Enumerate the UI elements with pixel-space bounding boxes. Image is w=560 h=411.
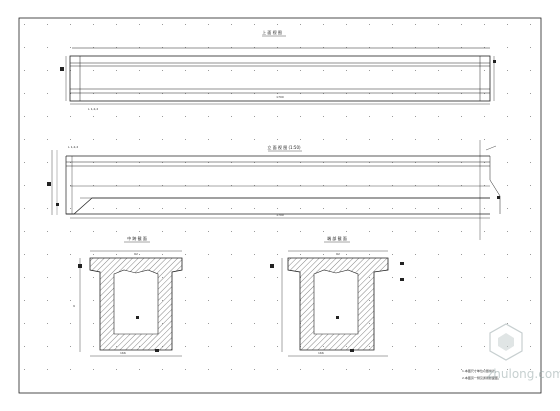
- notes-block: 1.本图尺寸单位以厘米计。 2.本图另一侧见通用断面图。: [462, 368, 501, 380]
- grid-dots: [24, 24, 531, 370]
- note-2: 2.本图另一侧见通用断面图。: [462, 375, 501, 380]
- top-view: 上 面 视 图 1700 L 1,2,2: [60, 29, 496, 111]
- watermark: zhulong.com: [487, 323, 560, 381]
- section-mid-top-dim: 62: [134, 252, 138, 256]
- section-end-bottom-dim: 166: [318, 351, 324, 355]
- section-mid-span: 中 跨 截 面 9 62 166: [73, 235, 183, 357]
- section-end: 端 部 截 面 62 166: [270, 235, 404, 357]
- elevation-view: 立 面 视 图 (1:50) L 1,2,2 1700: [47, 140, 501, 240]
- elevation-left-note: L 1,2,2: [68, 145, 78, 149]
- elevation-title: 立 面 视 图 (1:50): [267, 144, 301, 150]
- box-void: [113, 269, 159, 335]
- watermark-text: zhulong.com: [487, 367, 560, 381]
- top-view-left-note: L 1,2,2: [88, 107, 98, 111]
- section-end-top-dim: 62: [336, 252, 340, 256]
- section-mid-title: 中 跨 截 面: [127, 235, 147, 241]
- elevation-dimension: 1700: [276, 213, 284, 217]
- section-end-title: 端 部 截 面: [327, 235, 347, 241]
- section-mid-height: 9: [73, 304, 75, 308]
- top-view-outline: [69, 55, 491, 102]
- watermark-logo-icon: [489, 323, 523, 361]
- top-view-title: 上 面 视 图: [262, 29, 282, 35]
- section-mid-bottom-dim: 166: [120, 351, 126, 355]
- note-1: 1.本图尺寸单位以厘米计。: [462, 368, 498, 373]
- drawing-frame: [18, 17, 542, 394]
- top-view-dimension: 1700: [276, 95, 284, 99]
